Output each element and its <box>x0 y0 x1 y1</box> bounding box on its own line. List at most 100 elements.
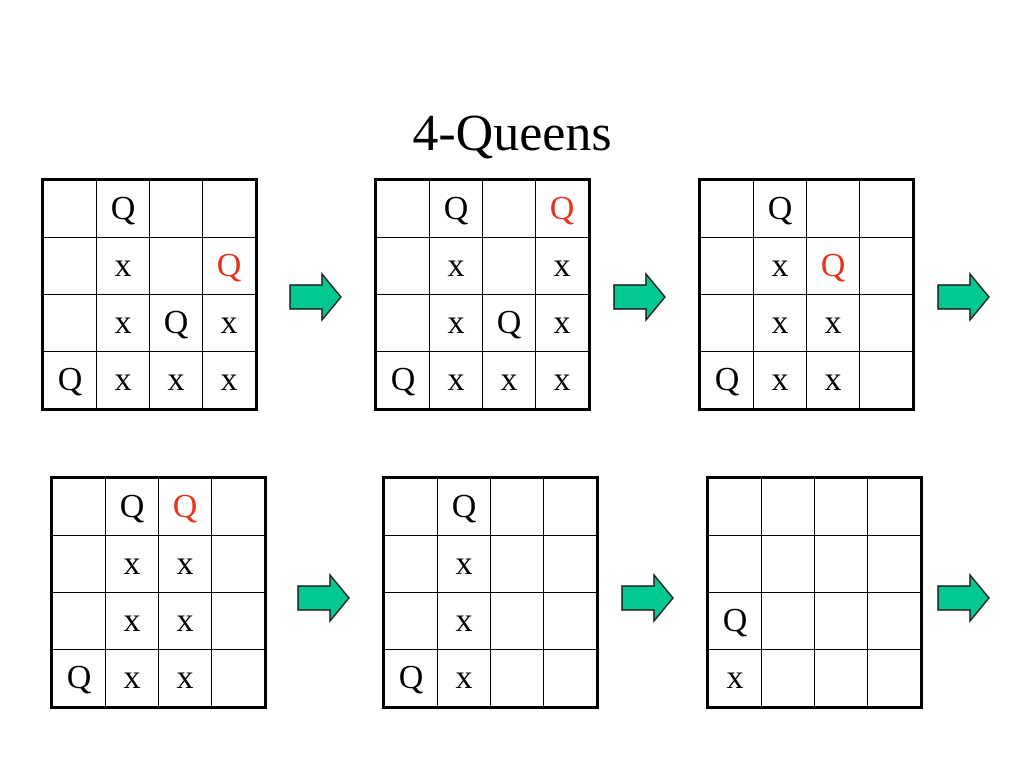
empty-cell <box>543 649 598 708</box>
empty-cell <box>375 237 430 295</box>
empty-cell <box>543 535 598 593</box>
board-row: Q <box>383 477 598 536</box>
attacked-cell: x <box>753 237 807 295</box>
queen-cell: Q <box>437 477 491 536</box>
empty-cell <box>211 592 266 650</box>
empty-cell <box>490 477 544 536</box>
empty-cell <box>699 237 754 295</box>
next-step-arrow-icon <box>297 573 350 623</box>
empty-cell <box>490 592 544 650</box>
attacked-cell: x <box>707 649 762 708</box>
attacked-cell: x <box>535 237 590 295</box>
next-step-arrow-icon <box>621 573 674 623</box>
empty-cell <box>814 592 868 650</box>
empty-cell <box>482 179 536 238</box>
empty-cell <box>543 592 598 650</box>
empty-cell <box>211 477 266 536</box>
next-step-arrow-icon <box>937 573 990 623</box>
queen-cell: Q <box>375 351 430 410</box>
empty-cell <box>149 179 203 238</box>
queen-cell: Q <box>535 179 590 238</box>
attacked-cell: x <box>429 351 483 410</box>
queen-cell: Q <box>51 649 106 708</box>
attacked-cell: x <box>482 351 536 410</box>
empty-cell <box>761 535 815 593</box>
next-step-arrow-icon <box>613 272 666 322</box>
attacked-cell: x <box>158 649 212 708</box>
empty-cell <box>51 535 106 593</box>
empty-cell <box>859 351 914 410</box>
attacked-cell: x <box>535 351 590 410</box>
empty-cell <box>814 477 868 536</box>
empty-cell <box>707 477 762 536</box>
empty-cell <box>859 237 914 295</box>
attacked-cell: x <box>105 535 159 593</box>
attacked-cell: x <box>96 294 150 352</box>
empty-cell <box>211 535 266 593</box>
empty-cell <box>490 649 544 708</box>
attacked-cell: x <box>105 649 159 708</box>
empty-cell <box>814 649 868 708</box>
empty-cell <box>699 179 754 238</box>
attacked-cell: x <box>158 592 212 650</box>
empty-cell <box>859 294 914 352</box>
empty-cell <box>383 477 438 536</box>
board-row: Q <box>42 179 257 238</box>
board-row: Q <box>707 592 922 650</box>
empty-cell <box>51 477 106 536</box>
empty-cell <box>42 237 97 295</box>
empty-cell <box>42 179 97 238</box>
empty-cell <box>543 477 598 536</box>
attacked-cell: x <box>437 535 491 593</box>
board-row: x <box>707 649 922 708</box>
empty-cell <box>211 649 266 708</box>
queen-cell: Q <box>42 351 97 410</box>
empty-cell <box>707 535 762 593</box>
empty-cell <box>761 477 815 536</box>
empty-cell <box>761 649 815 708</box>
attacked-cell: x <box>806 294 860 352</box>
empty-cell <box>202 179 257 238</box>
queen-cell: Q <box>429 179 483 238</box>
empty-cell <box>699 294 754 352</box>
queen-cell: Q <box>96 179 150 238</box>
attacked-cell: x <box>202 294 257 352</box>
queen-cell: Q <box>707 592 762 650</box>
attacked-cell: x <box>429 294 483 352</box>
attacked-cell: x <box>753 294 807 352</box>
empty-cell <box>490 535 544 593</box>
empty-cell <box>867 649 922 708</box>
attacked-cell: x <box>753 351 807 410</box>
queen-cell: Q <box>158 477 212 536</box>
empty-cell <box>51 592 106 650</box>
attacked-cell: x <box>437 649 491 708</box>
queen-cell: Q <box>699 351 754 410</box>
attacked-cell: x <box>96 351 150 410</box>
empty-cell <box>375 294 430 352</box>
attacked-cell: x <box>806 351 860 410</box>
board-row: Q <box>699 179 914 238</box>
attacked-cell: x <box>158 535 212 593</box>
queen-cell: Q <box>482 294 536 352</box>
next-step-arrow-icon <box>289 272 342 322</box>
board-row: x <box>383 535 598 593</box>
empty-cell <box>867 477 922 536</box>
attacked-cell: x <box>96 237 150 295</box>
empty-cell <box>867 535 922 593</box>
queen-cell: Q <box>105 477 159 536</box>
